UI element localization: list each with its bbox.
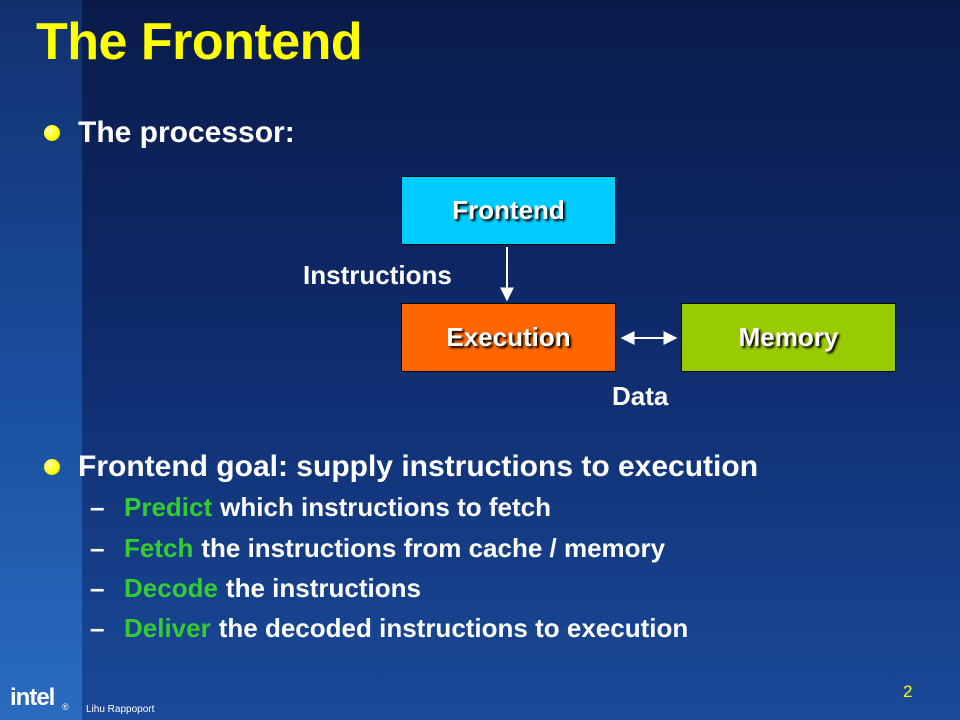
bullet-dot-icon xyxy=(44,459,60,475)
bullet-processor: The processor: xyxy=(44,116,295,150)
dash: – xyxy=(90,492,105,522)
frontend-box: Frontend xyxy=(401,176,616,245)
bullet-dot-icon xyxy=(44,125,60,141)
registered-mark: ® xyxy=(62,702,69,712)
keyword-predict: Predict xyxy=(124,492,213,522)
sub-item-text: the decoded instructions to execution xyxy=(218,613,689,643)
author-name: Lihu Rappoport xyxy=(86,704,155,715)
data-label: Data xyxy=(612,381,669,411)
sub-item-text: the instructions xyxy=(225,573,421,603)
sub-item-predict: – Predict which instructions to fetch xyxy=(90,492,551,523)
bullet-processor-text: The processor: xyxy=(78,116,295,149)
keyword-decode: Decode xyxy=(124,573,218,603)
instructions-label: Instructions xyxy=(303,260,452,290)
sub-item-fetch: – Fetch the instructions from cache / me… xyxy=(90,533,665,564)
bullet-frontend-goal: Frontend goal: supply instructions to ex… xyxy=(44,450,758,484)
sub-item-text: which instructions to fetch xyxy=(220,492,551,522)
sub-item-text: the instructions from cache / memory xyxy=(201,533,666,563)
bullet-frontend-goal-text: Frontend goal: supply instructions to ex… xyxy=(78,450,759,483)
intel-logo: intel xyxy=(10,684,55,711)
keyword-fetch: Fetch xyxy=(124,533,194,563)
slide-title: The Frontend xyxy=(36,13,363,71)
execution-box: Execution xyxy=(401,303,616,372)
dash: – xyxy=(90,573,105,603)
dash: – xyxy=(90,533,105,563)
memory-box: Memory xyxy=(681,303,896,372)
keyword-deliver: Deliver xyxy=(124,613,211,643)
side-band xyxy=(0,0,82,720)
page-number: 2 xyxy=(903,682,913,701)
sub-item-deliver: – Deliver the decoded instructions to ex… xyxy=(90,613,688,644)
dash: – xyxy=(90,613,105,643)
sub-item-decode: – Decode the instructions xyxy=(90,573,421,604)
